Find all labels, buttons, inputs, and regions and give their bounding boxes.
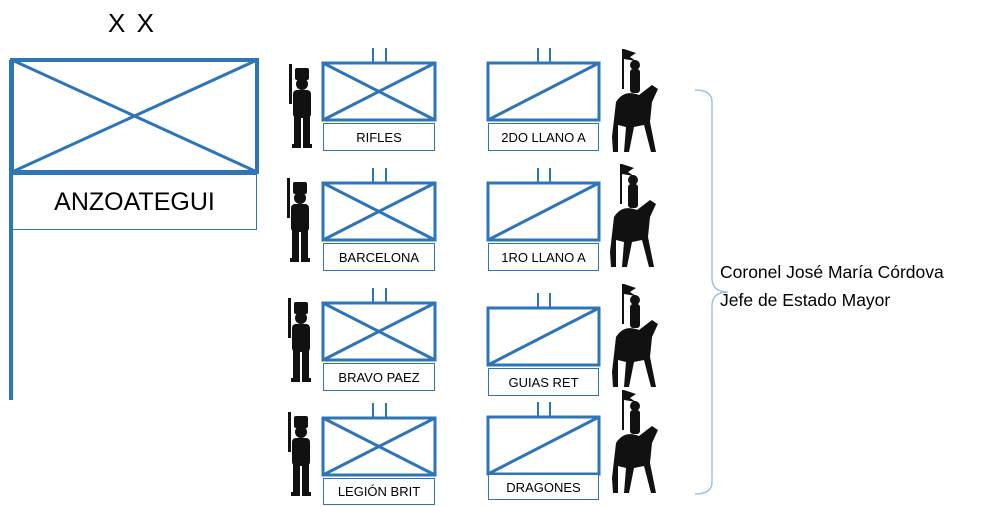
division-symbol [9,58,259,400]
infantry-soldier-silhouettes [287,64,312,496]
infantry-symbol-barcelona [321,168,437,242]
commander-rank-name: Coronel José María Córdova [720,262,944,282]
soldier-silhouette-4 [288,412,311,496]
cavalry-horseman-silhouettes [610,49,658,493]
cavalry-symbols [486,48,601,476]
cavalry-label: DRAGONES [488,474,599,500]
infantry-symbols [321,48,437,477]
horseman-silhouette-4 [612,390,658,493]
infantry-label: BRAVO PAEZ [323,363,435,391]
right-curly-bracket [694,89,729,495]
soldier-silhouette-2 [287,178,310,262]
cavalry-symbol-guias-ret [486,293,601,367]
cavalry-label: GUIAS RET [488,368,599,396]
infantry-label: RIFLES [323,123,435,151]
cavalry-symbol-1ro-llano [486,168,601,242]
soldier-silhouette-1 [289,64,312,148]
infantry-symbol-legion-brit [321,403,437,477]
commander-info: Coronel José María Córdova Jefe de Estad… [720,258,944,314]
cavalry-symbol-dragones [486,402,601,476]
cavalry-label: 2DO LLANO A [488,123,599,151]
horseman-silhouette-3 [612,284,658,387]
cavalry-symbol-2do-llano [486,48,601,122]
infantry-symbol-bravo-paez [321,288,437,362]
infantry-label: LEGIÓN BRIT [323,478,435,505]
division-echelon-marker: X X [108,8,156,38]
soldier-silhouette-3 [288,298,311,382]
cavalry-label: 1RO LLANO A [488,243,599,271]
division-name-box: ANZOATEGUI [12,174,257,230]
infantry-label: BARCELONA [323,243,435,271]
horseman-silhouette-1 [612,49,658,152]
commander-role: Jefe de Estado Mayor [720,290,891,310]
infantry-symbol-rifles [321,48,437,122]
horseman-silhouette-2 [610,164,656,267]
